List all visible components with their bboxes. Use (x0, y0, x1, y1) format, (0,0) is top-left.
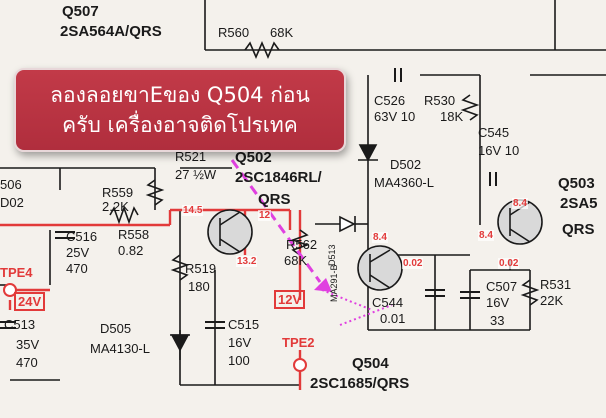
voltage-q504-base: 0.02 (402, 258, 424, 269)
voltage-box-12v: 12V (274, 290, 306, 309)
q503-ref: Q503 (558, 175, 595, 192)
c545-ref: C545 (478, 125, 510, 140)
voltage-q503-collector: 8.4 (512, 198, 528, 209)
voltage-q504-collector: 8.4 (372, 232, 388, 243)
voltage-q502-emitter: 12 (258, 210, 272, 221)
r562-ref: R562 (286, 237, 318, 252)
r560-ref: R560 (218, 25, 250, 40)
c516-value2: 470 (66, 261, 88, 276)
c515-value: 16V (228, 335, 252, 350)
c545-value: 16V 10 (478, 143, 520, 158)
c526-ref: C526 (374, 93, 406, 108)
partial-label-506: 506 (0, 177, 22, 192)
annotation-callout: ลองลอยขาEของ Q504 ก่อน ครับ เครื่องอาจติ… (14, 68, 346, 152)
d513-part: MA291-B (329, 264, 339, 302)
c515-value2: 100 (228, 353, 250, 368)
d505-ref: D505 (100, 321, 132, 336)
r559-value: 2.2K (102, 199, 129, 214)
r531-ref: R531 (540, 277, 572, 292)
r530-value: 18K (440, 109, 464, 124)
c526-value: 63V 10 (374, 109, 416, 124)
c513-value2: 470 (16, 355, 38, 370)
c507-value: 16V (486, 295, 510, 310)
r521-ref: R521 (175, 149, 207, 164)
q507-part: 2SA564A/QRS (60, 23, 162, 40)
c544-value: 0.01 (380, 311, 406, 326)
r521-value: 27 ½W (175, 167, 217, 182)
callout-line-1: ลองลอยขาEของ Q504 ก่อน (50, 83, 310, 107)
tpe2-label: TPE2 (282, 335, 315, 350)
r560-value: 68K (270, 25, 294, 40)
r530-ref: R530 (424, 93, 456, 108)
voltage-q503-emitter: 0.02 (498, 258, 520, 269)
q503-suffix: QRS (562, 221, 595, 238)
q504-ref: Q504 (352, 355, 389, 372)
c513-value: 35V (16, 337, 40, 352)
r519-value: 180 (188, 279, 210, 294)
c516-value: 25V (66, 245, 90, 260)
callout-line-2: ครับ เครื่องอาจติดโปรเทค (62, 113, 298, 137)
c515-ref: C515 (228, 317, 260, 332)
c544-ref: C544 (372, 295, 404, 310)
c516-ref: C516 (66, 229, 98, 244)
c513-ref: C513 (4, 317, 36, 332)
r558-value: 0.82 (118, 243, 144, 258)
voltage-q502-collector: 14.5 (182, 205, 204, 216)
d505-part: MA4130-L (90, 341, 150, 356)
d502-part: MA4360-L (374, 175, 434, 190)
voltage-q502-base: 13.2 (236, 256, 258, 267)
r562-value: 68K (284, 253, 308, 268)
q503-part: 2SA5 (560, 195, 598, 212)
q504-part: 2SC1685/QRS (310, 375, 410, 392)
q502-part: 2SC1846RL/ (235, 169, 322, 186)
c507-value2: 33 (490, 313, 505, 328)
d502-ref: D502 (390, 157, 422, 172)
voltage-box-24v: 24V (14, 292, 46, 311)
r519-ref: R519 (185, 261, 217, 276)
r558-ref: R558 (118, 227, 150, 242)
tpe4-label: TPE4 (0, 265, 33, 280)
q502-ref: Q502 (235, 149, 272, 166)
q507-ref: Q507 (62, 3, 99, 20)
voltage-q503-base: 8.4 (478, 230, 494, 241)
c507-ref: C507 (486, 279, 518, 294)
partial-label-d02: D02 (0, 195, 24, 210)
r559-ref: R559 (102, 185, 134, 200)
q502-suffix: QRS (258, 191, 291, 208)
d513-ref: D513 (327, 244, 337, 266)
r531-value: 22K (540, 293, 564, 308)
